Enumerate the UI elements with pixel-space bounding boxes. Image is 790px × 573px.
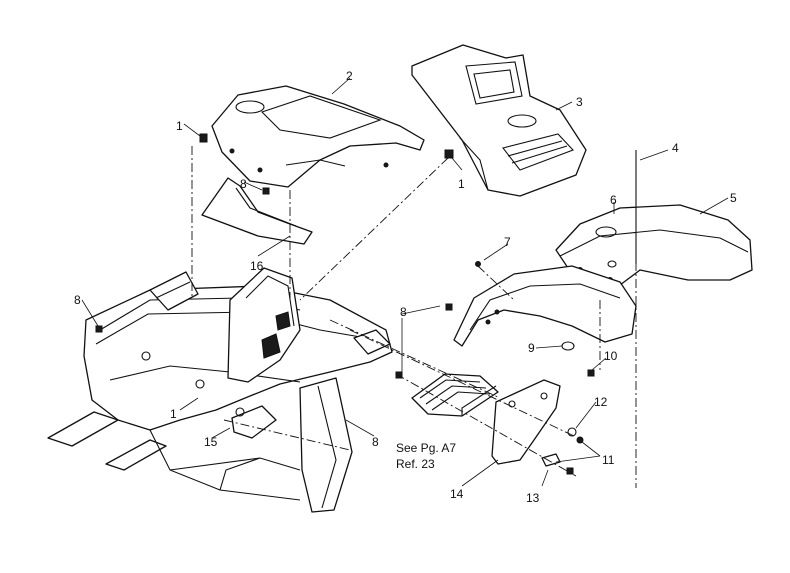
screw-8b	[95, 325, 103, 333]
bolt-8d	[395, 371, 403, 379]
callout-1: 1	[176, 119, 183, 133]
callout-8: 8	[400, 305, 407, 319]
callout-16: 16	[250, 259, 264, 273]
front-fender	[453, 265, 637, 347]
callout-14: 14	[450, 487, 464, 501]
screw-8c	[445, 303, 453, 311]
screw-8a	[262, 187, 270, 195]
callout-13: 13	[526, 491, 540, 505]
callout-1: 1	[170, 407, 177, 421]
nut-13	[566, 467, 574, 475]
part-3-front-cover	[411, 44, 587, 197]
reference-note-line-1: See Pg. A7	[396, 441, 456, 455]
screw-7	[475, 261, 481, 267]
part-13-reflector	[541, 453, 561, 467]
callout-7: 7	[504, 235, 511, 249]
callout-12: 12	[594, 395, 608, 409]
callout-10: 10	[604, 349, 618, 363]
callout-2: 2	[346, 69, 353, 83]
washer-9	[561, 341, 575, 351]
assembly-lines	[191, 146, 637, 488]
fasteners	[95, 133, 637, 475]
frame-assembly	[47, 267, 393, 513]
part-2-tank-cover	[211, 85, 425, 188]
grommet-6	[607, 260, 617, 268]
callout-5: 5	[730, 191, 737, 205]
grommet-1b	[444, 149, 454, 159]
callout-labels: 1 1 1 2 3 4 5 6 7 8 8 8 8 9 10 11 12 13 …	[74, 69, 737, 505]
callout-9: 9	[528, 341, 535, 355]
callout-4: 4	[672, 141, 679, 155]
part-14-plate-bracket	[491, 379, 561, 465]
reference-note-line-2: Ref. 23	[396, 457, 435, 471]
callout-8: 8	[240, 177, 247, 191]
callout-3: 3	[576, 95, 583, 109]
callout-11: 11	[602, 453, 615, 467]
screw-10	[587, 369, 595, 377]
callout-6: 6	[610, 193, 617, 207]
washer-12	[567, 427, 577, 437]
callout-8: 8	[372, 435, 379, 449]
reference-note: See Pg. A7 Ref. 23	[396, 441, 456, 471]
callout-15: 15	[204, 435, 218, 449]
leader-lines	[81, 77, 729, 487]
callout-8: 8	[74, 293, 81, 307]
footrest	[411, 373, 499, 417]
nut-11	[576, 436, 584, 444]
callout-1: 1	[458, 177, 465, 191]
grommet-1a	[199, 133, 208, 143]
